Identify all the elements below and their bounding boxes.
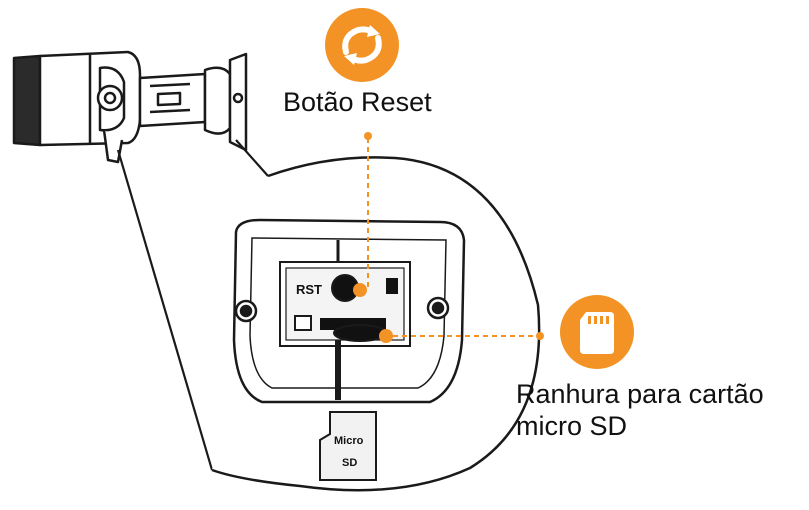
sd-callout-dot <box>536 332 544 340</box>
sd-slot-opening <box>333 324 387 342</box>
sd-card-text-line1: Micro <box>334 435 364 447</box>
sd-slot-label-line2: micro SD <box>516 411 628 441</box>
sd-target-marker <box>379 329 393 343</box>
callout-lines <box>367 138 540 337</box>
reset-button-label: Botão Reset <box>283 87 432 117</box>
reset-icon <box>325 8 399 82</box>
reset-callout-dot <box>364 132 372 140</box>
reset-target-marker <box>353 283 367 297</box>
zoom-connector <box>116 139 269 471</box>
rst-marking: RST <box>296 282 322 297</box>
camera-illustration <box>12 50 248 164</box>
sd-card-text-line2: SD <box>342 457 357 469</box>
sd-slot-label: Ranhura para cartão micro SD <box>516 378 764 442</box>
sd-slot-label-line1: Ranhura para cartão <box>516 379 764 409</box>
sd-card-icon <box>560 295 634 369</box>
micro-sd-card <box>319 411 377 481</box>
